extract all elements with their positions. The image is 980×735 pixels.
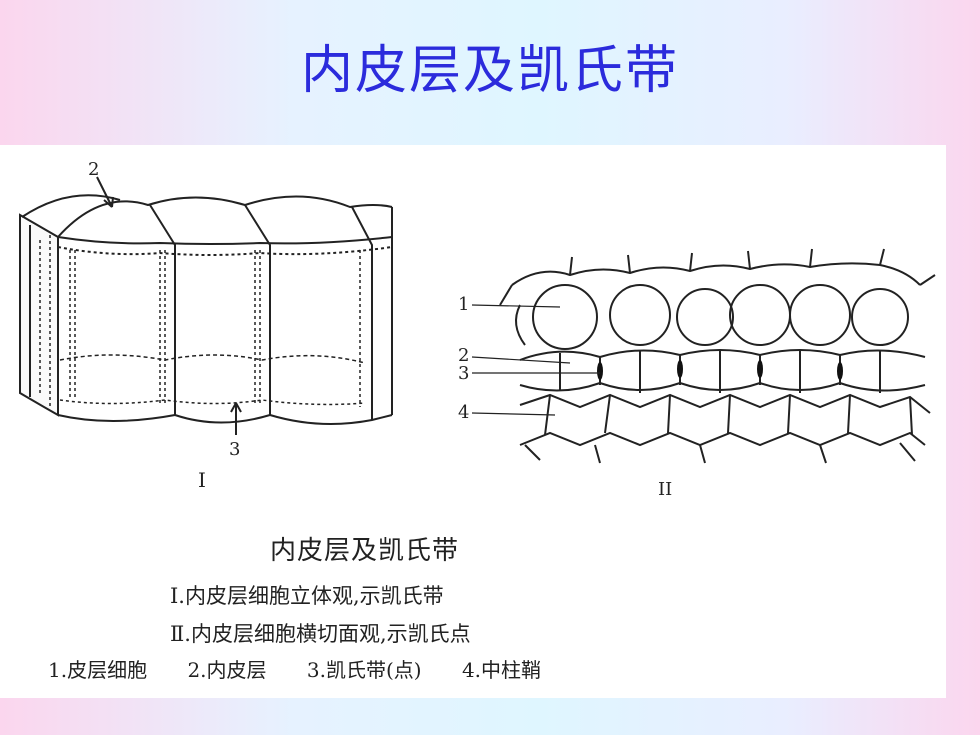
panel-2-callout-3: 3 (458, 363, 469, 384)
endodermis-illustration: 2 3 I (19, 159, 936, 500)
legend-item-4: 4.中柱鞘 (461, 658, 542, 682)
legend-item-1: 1.皮层细胞 (48, 658, 148, 682)
caption-title: 内皮层及凯氏带 (270, 536, 460, 566)
caption-line-1: I.内皮层细胞立体观,示凯氏带 (170, 584, 444, 608)
panel-2-leader-lines (471, 304, 600, 416)
panel-2-callout-2: 2 (458, 345, 469, 366)
panel-1-cells (19, 176, 393, 435)
slide-title: 内皮层及凯氏带 (300, 41, 679, 101)
panel-2-label: II (658, 479, 672, 500)
panel-1-label: I (198, 468, 206, 492)
legend: 1.皮层细胞 2.内皮层 3.凯氏带(点) 4.中柱鞘 (48, 654, 575, 683)
casparian-dots (597, 360, 843, 380)
panel-2-callout-1: 1 (458, 294, 469, 315)
panel-2-callout-4: 4 (458, 402, 469, 423)
panel-2-cells (499, 248, 936, 464)
legend-item-2: 2.内皮层 (187, 658, 267, 682)
panel-1-callout-2: 2 (88, 159, 99, 180)
panel-1-callout-3: 3 (229, 439, 240, 460)
diagram-figure: 2 3 I (0, 145, 946, 698)
legend-item-3: 3.凯氏带(点) (306, 658, 422, 682)
caption-line-2: Ⅱ.内皮层细胞横切面观,示凯氏点 (170, 622, 471, 646)
